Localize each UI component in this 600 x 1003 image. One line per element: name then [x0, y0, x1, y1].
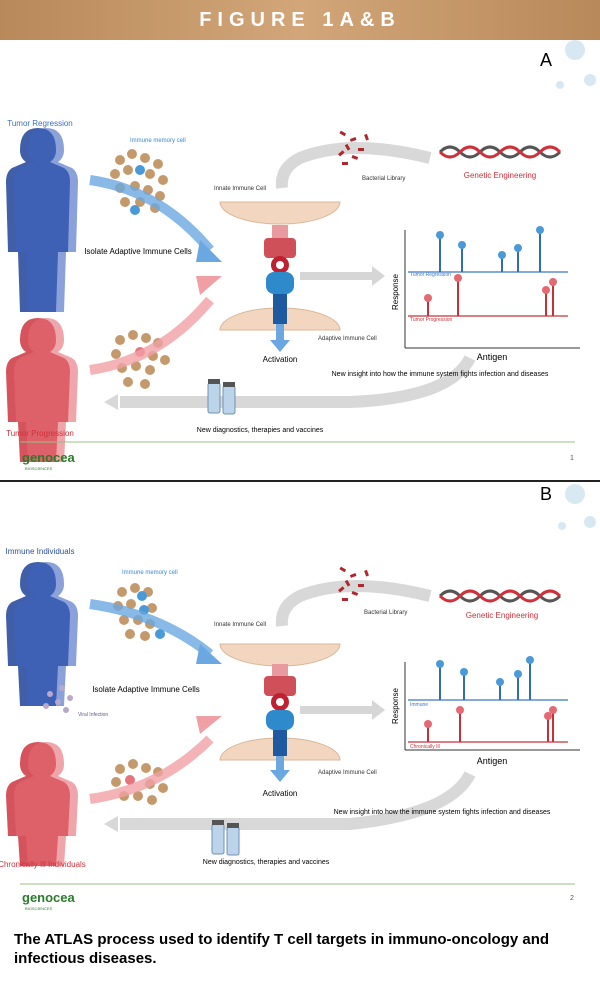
- receptor-icon: [264, 664, 296, 756]
- arrow-head-icon: [196, 240, 222, 262]
- down-arrow-icon: [270, 756, 290, 782]
- figure-caption: The ATLAS process used to identify T cel…: [14, 931, 550, 967]
- response-axis-label: Response: [391, 687, 400, 724]
- bacterial-library-label: Bacterial Library: [364, 610, 407, 616]
- vaccine-vials-icon: [207, 379, 236, 415]
- arrow-head-icon: [196, 644, 222, 664]
- genetic-engineering-label: Genetic Engineering: [466, 611, 539, 620]
- activation-label: Activation: [263, 789, 298, 798]
- grey-arrow-icon: [275, 580, 432, 627]
- response-chart: [404, 656, 580, 751]
- isolate-label: Isolate Adaptive Immune Cells: [84, 247, 192, 256]
- memory-cell-label: Immune memory cell: [130, 138, 186, 144]
- return-arrow-icon: [120, 770, 476, 830]
- virus-decoration-icon: [558, 484, 596, 530]
- isolate-label: Isolate Adaptive Immune Cells: [92, 685, 200, 694]
- insight-text: New insight into how the immune system f…: [332, 371, 549, 378]
- genocea-logo: genocea: [22, 450, 76, 465]
- arrow-head-icon: [104, 394, 118, 410]
- innate-cell-label: Innate Immune Cell: [214, 186, 266, 192]
- blue-arrow-icon: [89, 175, 214, 254]
- activation-label: Activation: [263, 355, 298, 364]
- memory-cell-label: Immune memory cell: [122, 570, 178, 576]
- virus-decoration-icon: [556, 40, 596, 89]
- person-red-icon: [6, 318, 78, 462]
- arrow-head-icon: [196, 276, 222, 295]
- right-arrow-icon: [300, 266, 385, 286]
- genocea-logo-sub: BIOSCIENCES: [25, 466, 53, 471]
- pink-arrow-icon: [89, 296, 214, 375]
- adaptive-cell-label: Adaptive Immune Cell: [318, 336, 377, 342]
- person-red-icon: [6, 742, 78, 866]
- arrow-head-icon: [104, 816, 118, 832]
- viral-particles-icon: [43, 685, 73, 713]
- arrow-head-icon: [196, 716, 222, 734]
- dna-icon: [438, 145, 562, 159]
- adaptive-cell-label: Adaptive Immune Cell: [318, 770, 377, 776]
- panel-b-diagram: B Immune Individuals Viral Infection Chr…: [0, 484, 596, 911]
- pink-arrow-icon: [89, 735, 214, 804]
- insight-text: New insight into how the immune system f…: [334, 809, 551, 816]
- bacterial-library-label: Bacterial Library: [362, 176, 405, 182]
- series-top-label: Immune: [410, 702, 428, 708]
- bottom-person-label: Tumor Progression: [6, 429, 74, 438]
- vaccine-vials-icon: [211, 820, 240, 856]
- series-bottom-label: Tumor Progression: [410, 317, 453, 323]
- person-blue-icon: [6, 128, 78, 312]
- panel-a: A Tumor Regression Tumor Progression Imm…: [0, 40, 600, 476]
- top-person-label: Tumor Regression: [7, 119, 73, 128]
- diagnostics-text: New diagnostics, therapies and vaccines: [203, 859, 330, 866]
- response-chart: [404, 226, 580, 349]
- bacterial-library-icon: [338, 566, 369, 601]
- genocea-logo: genocea: [22, 890, 76, 905]
- panel-letter: B: [540, 484, 552, 504]
- genetic-engineering-label: Genetic Engineering: [464, 171, 537, 180]
- right-arrow-icon: [300, 700, 385, 720]
- person-blue-icon: [6, 562, 78, 706]
- down-arrow-icon: [270, 324, 290, 352]
- series-bottom-label: Chronically Ill: [410, 744, 440, 750]
- grey-arrow-icon: [275, 142, 432, 189]
- series-top-label: Tumor Regression: [410, 272, 451, 278]
- bacterial-library-icon: [338, 130, 369, 165]
- diagnostics-text: New diagnostics, therapies and vaccines: [197, 427, 324, 434]
- panel-letter: A: [540, 50, 552, 70]
- page-number: 2: [570, 895, 574, 902]
- top-person-label: Immune Individuals: [6, 547, 75, 556]
- dna-icon: [438, 589, 562, 603]
- response-axis-label: Response: [391, 273, 400, 310]
- page-number: 1: [570, 455, 574, 462]
- antigen-axis-label: Antigen: [477, 352, 508, 362]
- panel-divider: [0, 480, 600, 482]
- return-arrow-icon: [120, 354, 476, 408]
- innate-cell-icon: [219, 643, 341, 667]
- innate-cell-label: Innate Immune Cell: [214, 622, 266, 628]
- bottom-person-label: Chronically Ill Individuals: [0, 860, 86, 869]
- blue-arrow-icon: [89, 599, 214, 658]
- figure-title-banner: FIGURE 1A&B: [0, 0, 600, 40]
- panel-a-diagram: A Tumor Regression Tumor Progression Imm…: [6, 40, 596, 471]
- antigen-axis-label: Antigen: [477, 756, 508, 766]
- viral-infection-label: Viral Infection: [78, 712, 108, 718]
- receptor-icon: [264, 225, 296, 324]
- innate-cell-icon: [219, 201, 341, 225]
- genocea-logo-sub: BIOSCIENCES: [25, 906, 53, 911]
- panel-b: B Immune Individuals Viral Infection Chr…: [0, 484, 600, 914]
